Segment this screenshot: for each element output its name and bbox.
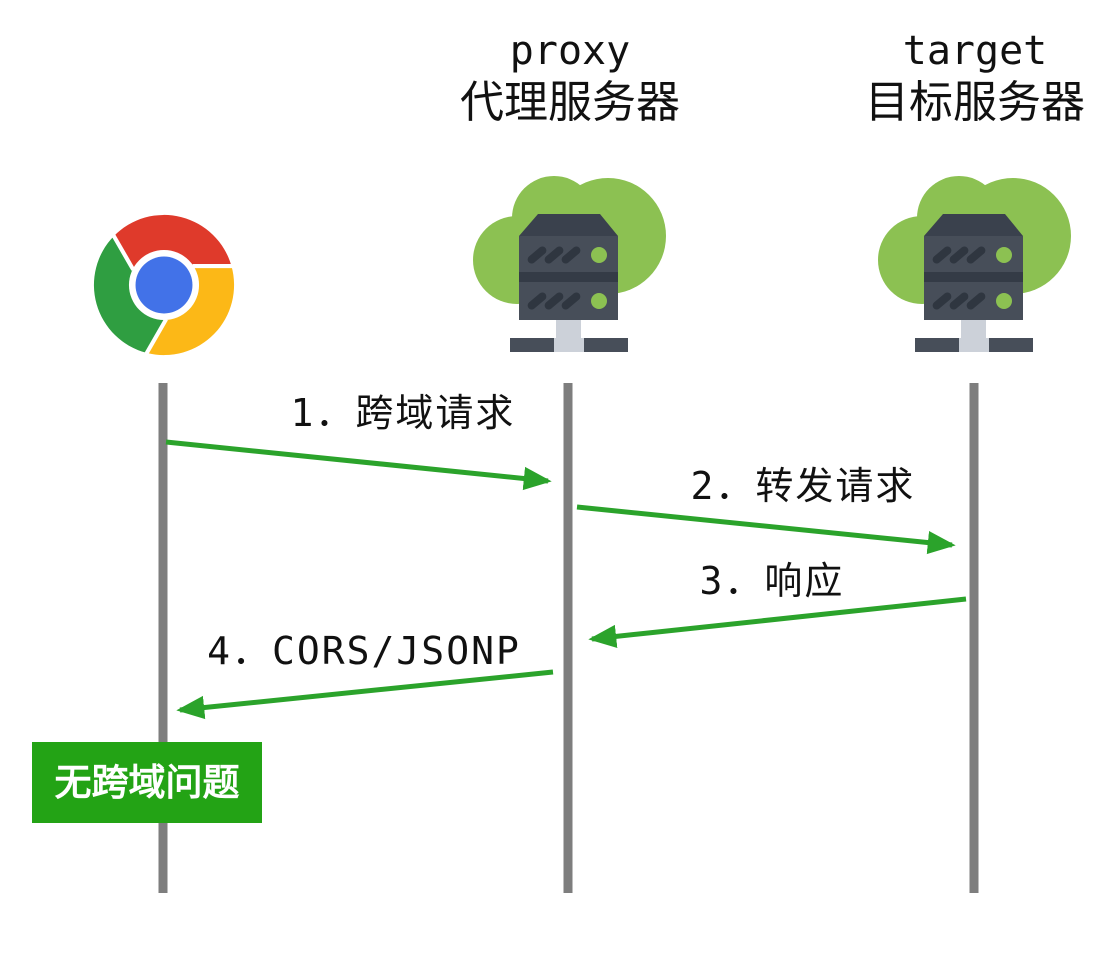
target-title-latin: target <box>902 28 1048 74</box>
message-arrow-4 <box>176 669 554 720</box>
proxy-actor-title: proxy 代理服务器 <box>460 26 680 130</box>
proxy-title-zh: 代理服务器 <box>460 77 680 128</box>
message-label-4: 4．CORS/JSONP <box>207 629 521 673</box>
chrome-blue-core <box>135 256 193 314</box>
message-arrow-1 <box>165 439 552 491</box>
message-arrow-3 <box>588 596 967 649</box>
message-label-2: 2．转发请求 <box>690 464 916 508</box>
message-label-3: 3．响应 <box>699 559 845 603</box>
no-cross-domain-issue-badge: 无跨域问题 <box>32 742 262 823</box>
message-label-1: 1．跨域请求 <box>290 391 516 435</box>
message-arrow-2 <box>576 504 956 555</box>
chrome-browser-icon <box>93 214 237 358</box>
server-rack <box>510 214 628 352</box>
proxy-title-latin: proxy <box>509 28 631 74</box>
target-server-icon <box>878 176 1071 352</box>
target-actor-title: target 目标服务器 <box>865 26 1085 130</box>
target-title-zh: 目标服务器 <box>865 77 1085 128</box>
server-rack <box>915 214 1033 352</box>
proxy-server-icon <box>473 176 666 352</box>
